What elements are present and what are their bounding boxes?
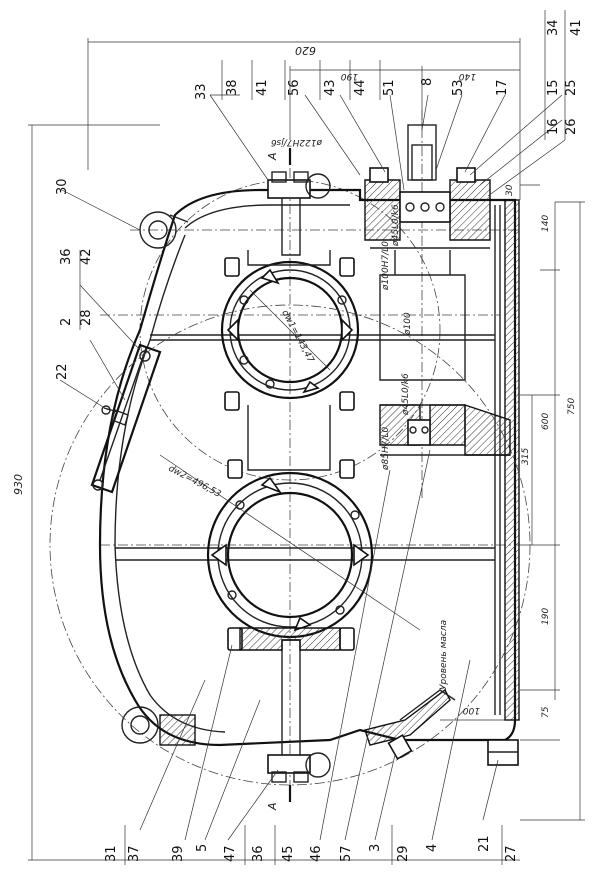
dim-100: 100: [463, 705, 480, 715]
dim-600: 600: [541, 413, 551, 430]
part-label: 22: [55, 363, 70, 380]
part-label: 25: [564, 79, 579, 96]
oil-level-indicator: [364, 688, 456, 760]
input-shaft-assembly: [364, 124, 511, 456]
parting-flange-bottom: [267, 639, 331, 783]
part-label: 51: [382, 79, 397, 96]
dim-620: 620: [295, 44, 316, 57]
part-label: 47: [223, 845, 238, 862]
parting-flange-top: [267, 171, 331, 256]
part-label: 36: [59, 248, 74, 265]
dim-30: 30: [505, 184, 515, 196]
dim-190-right: 190: [541, 608, 551, 625]
part-label: 26: [564, 118, 579, 135]
part-label: 36: [251, 845, 266, 862]
upper-bearing-boss: [220, 250, 360, 479]
section-markers: A A: [266, 148, 292, 811]
part-label: 34: [546, 19, 561, 36]
part-label: 41: [255, 79, 270, 96]
dim-930: 930: [12, 474, 25, 495]
drain-plug: [487, 739, 519, 766]
part-label: 4: [425, 844, 440, 852]
part-label: 5: [195, 844, 210, 852]
section-label-bottom: A: [266, 802, 279, 811]
fit-45-bottom: ø45L0/k6: [401, 373, 411, 416]
part-label: 21: [477, 835, 492, 852]
dim-140-right: 140: [541, 215, 551, 232]
part-label: 17: [495, 79, 510, 96]
part-label: 8: [420, 78, 435, 86]
part-label: 2: [59, 318, 74, 326]
dim-190-top: 190: [341, 71, 358, 81]
dim-750: 750: [567, 398, 577, 415]
part-label: 41: [569, 19, 584, 36]
lifting-eye-bottom: [121, 706, 196, 746]
fit-100: ø100: [403, 312, 413, 336]
fit-45-top: ø45L0/k6: [391, 204, 401, 247]
part-label: 45: [281, 845, 296, 862]
part-label: 57: [339, 845, 354, 862]
dim-315: 315: [521, 448, 531, 465]
section-label-top: A: [266, 152, 279, 161]
dim-75: 75: [541, 706, 551, 718]
part-label: 16: [546, 118, 561, 135]
label-frames: [79, 10, 566, 865]
part-label: 33: [194, 83, 209, 100]
part-label: 37: [127, 845, 142, 862]
part-labels-left: 30 36 42 2 28 22: [55, 178, 94, 380]
part-label: 39: [171, 845, 186, 862]
part-label: 53: [451, 79, 466, 96]
part-label: 38: [225, 79, 240, 96]
leader-lines: [59, 94, 566, 841]
part-label: 3: [368, 844, 383, 852]
part-label: 46: [309, 845, 324, 862]
part-label: 29: [396, 845, 411, 862]
dim-140-top: 140: [459, 71, 476, 81]
part-label: 44: [353, 79, 368, 96]
part-label: 56: [287, 79, 302, 96]
part-label: 27: [504, 845, 519, 862]
part-labels-bottom: 31 37 39 5 47 36 45 46 57 3 29 4 21 27: [104, 835, 519, 862]
oil-level-text: Уровень масла: [439, 620, 449, 690]
fit-100h7: ø100H7/L0: [381, 241, 391, 291]
part-label: 31: [104, 845, 119, 862]
part-labels-top: 33 38 41 56 43 44 51 8 53 17 15 25 34 41…: [194, 19, 584, 135]
pitch-dw2: dw2=496,53: [167, 464, 223, 500]
pitch-dw1: dw1=143,47: [279, 309, 315, 365]
part-label: 43: [323, 79, 338, 96]
part-label: 28: [79, 309, 94, 326]
gear-pitch-circles: [49, 289, 531, 786]
fit-122: ø122H7/js6: [271, 137, 323, 147]
dimension-texts: 620 190 140 930 30 140 750 600 315 190 7…: [12, 44, 577, 718]
fit-85: ø85H7/L0: [381, 427, 391, 471]
part-label: 15: [546, 79, 561, 96]
part-label: 30: [55, 178, 70, 195]
part-label: 42: [79, 248, 94, 265]
